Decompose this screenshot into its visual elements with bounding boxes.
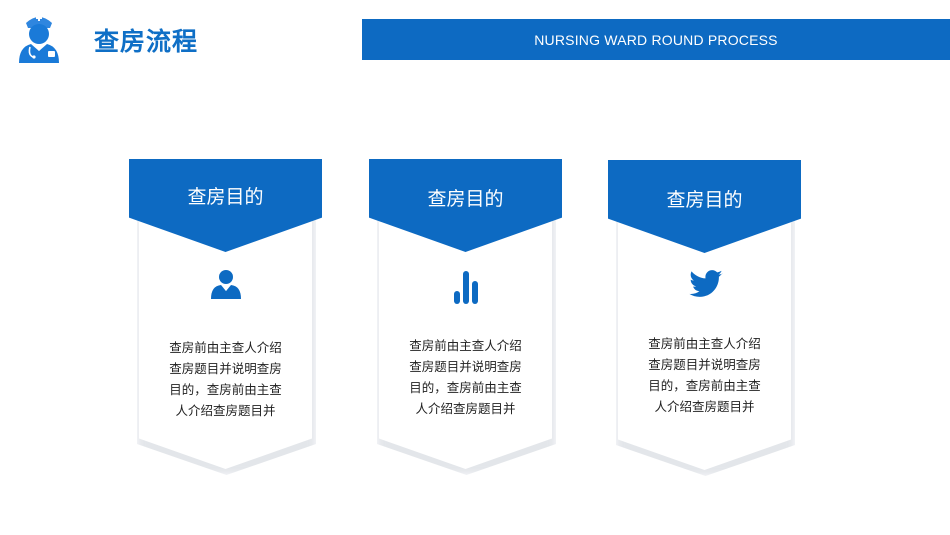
- title-banner: NURSING WARD ROUND PROCESS: [362, 19, 950, 60]
- card-description: 查房前由主查人介绍 查房题目并说明查房 目的，查房前由主查 人介绍查房题目并: [391, 335, 540, 419]
- card-line: 目的，查房前由主查: [169, 382, 282, 397]
- card-line: 人介绍查房题目并: [415, 401, 516, 416]
- card-line: 查房题目并说明查房: [169, 361, 282, 376]
- step-card-3: 查房目的 查房前由主查人介绍 查房题目并说明查房 目的，查房前由主查 人介绍查房…: [608, 160, 801, 480]
- card-line: 目的，查房前由主查: [409, 380, 522, 395]
- step-card-1: 查房目的 查房前由主查人介绍 查房题目并说明查房 目的，查房前由主查 人介绍查房…: [129, 159, 322, 479]
- card-body: [139, 215, 312, 469]
- card-title: 查房目的: [427, 188, 504, 210]
- card-line: 查房前由主查人介绍: [169, 340, 282, 355]
- step-card-2: 查房目的 查房前由主查人介绍 查房题目并说明查房 目的，查房前由主查 人介绍查房…: [369, 159, 562, 479]
- card-line: 人介绍查房题目并: [654, 399, 755, 414]
- twitter-bird-icon: [688, 270, 723, 304]
- card-title: 查房目的: [187, 186, 264, 208]
- nurse-avatar-icon: [17, 13, 61, 63]
- card-body: [379, 215, 552, 469]
- card-title: 查房目的: [666, 189, 743, 211]
- bar-chart-icon: [449, 267, 483, 304]
- card-line: 查房题目并说明查房: [648, 357, 761, 372]
- card-body: [618, 216, 791, 470]
- card-line: 人介绍查房题目并: [175, 403, 276, 418]
- card-description: 查房前由主查人介绍 查房题目并说明查房 目的，查房前由主查 人介绍查房题目并: [151, 337, 300, 421]
- card-line: 查房前由主查人介绍: [409, 338, 522, 353]
- card-line: 查房前由主查人介绍: [648, 336, 761, 351]
- card-line: 查房题目并说明查房: [409, 359, 522, 374]
- card-line: 目的，查房前由主查: [648, 378, 761, 393]
- card-description: 查房前由主查人介绍 查房题目并说明查房 目的，查房前由主查 人介绍查房题目并: [630, 333, 779, 417]
- user-icon: [209, 267, 243, 301]
- page-title: 查房流程: [94, 27, 199, 56]
